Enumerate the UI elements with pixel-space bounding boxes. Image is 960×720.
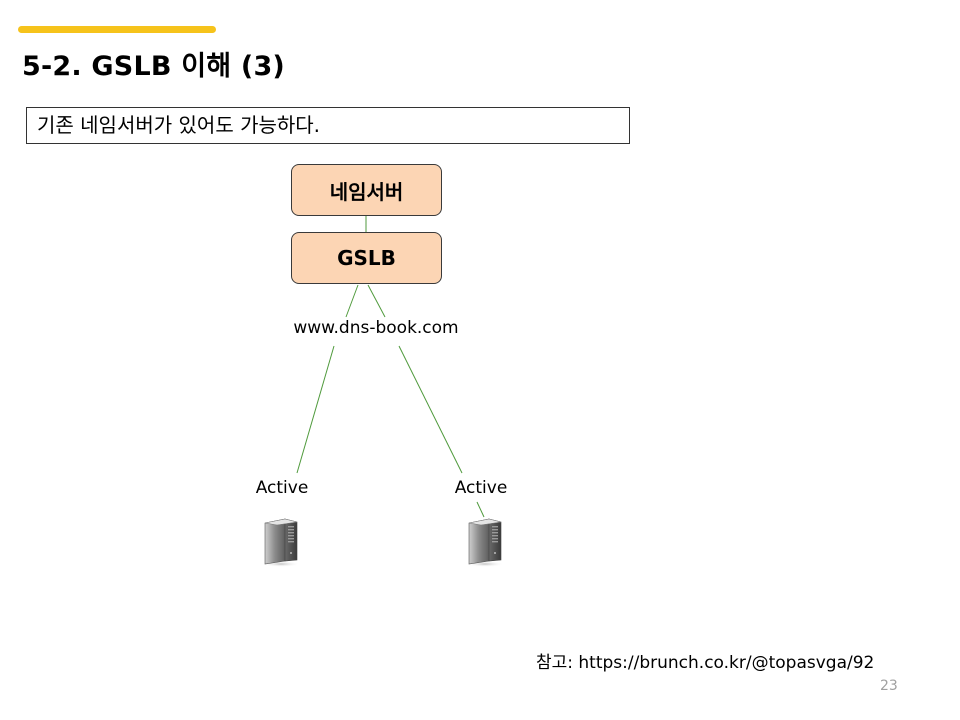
callout-box: 기존 네임서버가 있어도 가능하다.	[26, 107, 630, 144]
server-tower-icon	[262, 518, 300, 567]
edge-gslb-left-lower	[296, 345, 335, 474]
edge-gslb-left-upper	[345, 284, 359, 318]
edge-gslb-right-lower	[398, 345, 463, 474]
nameserver-node: 네임서버	[291, 164, 442, 216]
nameserver-label: 네임서버	[329, 179, 404, 204]
server-right-label: Active	[454, 478, 508, 498]
gslb-label: GSLB	[337, 246, 396, 270]
server-tower-icon	[466, 518, 504, 567]
slide-title: 5-2. GSLB 이해 (3)	[22, 51, 285, 82]
domain-label: www.dns-book.com	[293, 318, 459, 338]
title-accent-bar	[18, 26, 216, 33]
gslb-node: GSLB	[291, 232, 442, 284]
reference-citation: 참고: https://brunch.co.kr/@topasvga/92	[536, 653, 875, 673]
edge-right-server-stub	[476, 501, 485, 518]
page-number: 23	[880, 678, 898, 694]
edge-gslb-right-upper	[367, 284, 386, 318]
server-left-label: Active	[255, 478, 309, 498]
callout-text: 기존 네임서버가 있어도 가능하다.	[37, 113, 321, 137]
